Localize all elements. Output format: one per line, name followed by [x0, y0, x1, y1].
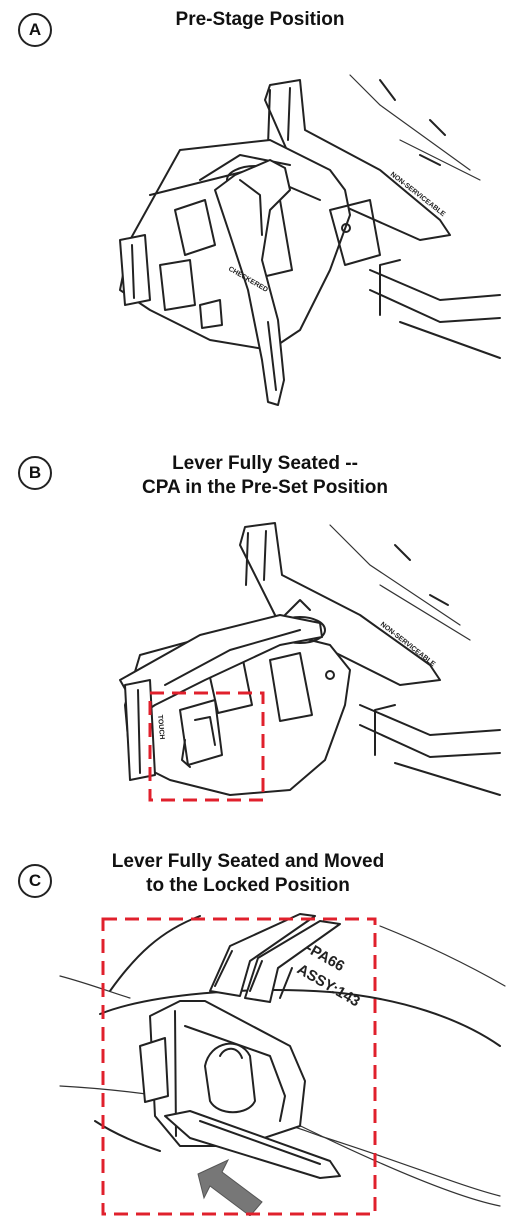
- pre-set-highlight-box: [148, 691, 265, 802]
- push-arrow-icon: [197, 1158, 263, 1216]
- panel-a: A Pre-Stage Position NON-SERVICEABLE CHE…: [0, 0, 509, 410]
- panel-b: B Lever Fully Seated -- CPA in the Pre-S…: [0, 410, 509, 820]
- panel-b-title: Lever Fully Seated -- CPA in the Pre-Set…: [142, 453, 388, 498]
- panel-a-badge: A: [18, 13, 52, 47]
- connector-pre-stage-illustration: NON-SERVICEABLE CHECKERED: [119, 74, 501, 406]
- panel-a-title: Pre-Stage Position: [175, 9, 345, 30]
- locked-highlight-box: [101, 917, 377, 1216]
- connector-pre-set-illustration: NON-SERVICEABLE TOUCH: [119, 522, 501, 802]
- svg-text:TOUCH: TOUCH: [156, 715, 165, 740]
- connector-locked-closeup-illustration: -PA66 ASSY:143: [59, 913, 506, 1216]
- panel-c-badge: C: [18, 864, 52, 898]
- panel-c-title: Lever Fully Seated and Moved to the Lock…: [111, 851, 385, 896]
- panel-c: C Lever Fully Seated and Moved to the Lo…: [0, 820, 509, 1216]
- panel-b-badge: B: [18, 456, 52, 490]
